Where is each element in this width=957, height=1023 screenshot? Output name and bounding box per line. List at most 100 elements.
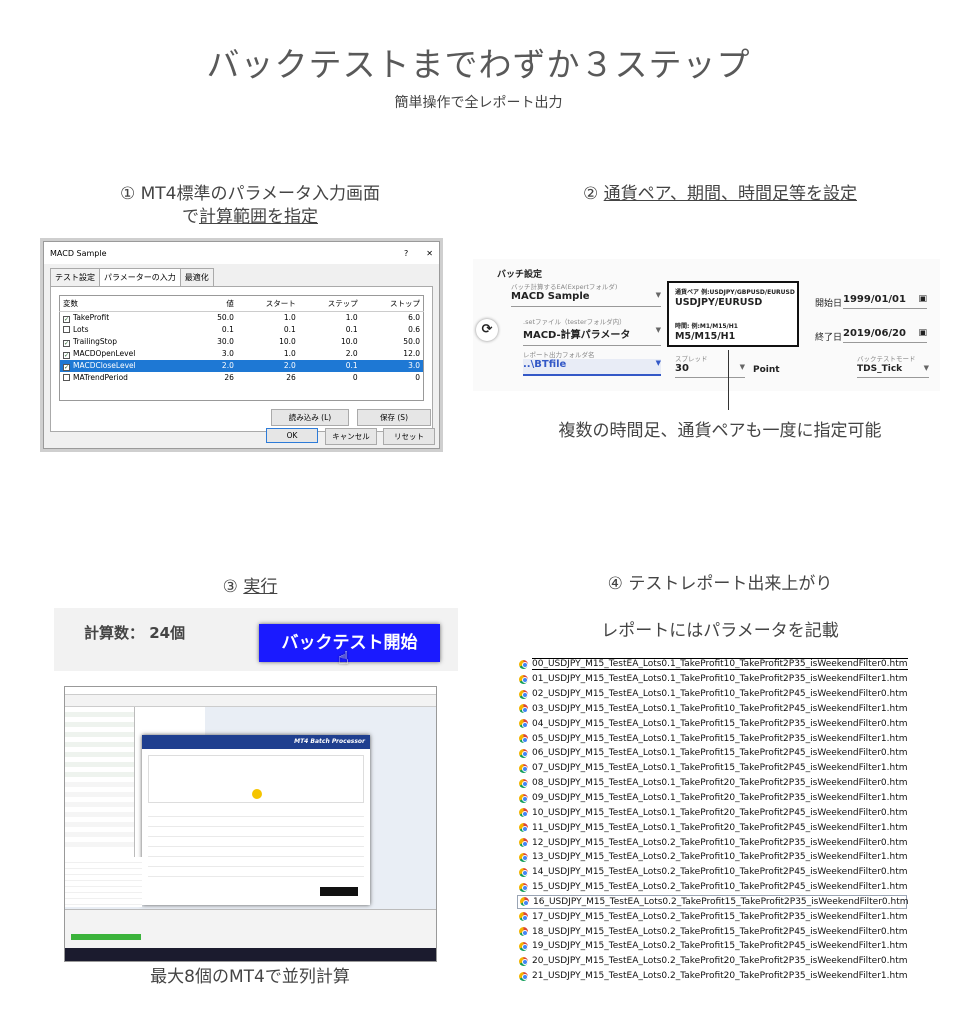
- parameter-value[interactable]: 30.0: [217, 337, 234, 346]
- parameter-start[interactable]: 2.0: [236, 359, 299, 372]
- parameter-value[interactable]: 3.0: [221, 349, 234, 358]
- end-date-input[interactable]: 2019/06/20▣: [843, 328, 927, 343]
- parameter-value[interactable]: 2.0: [197, 359, 237, 372]
- parameter-value[interactable]: 26: [224, 373, 234, 382]
- parameter-stop[interactable]: 6.0: [408, 313, 420, 323]
- parameter-start[interactable]: 26: [286, 373, 296, 382]
- col-variable[interactable]: 変数: [59, 295, 198, 312]
- list-item[interactable]: 11_USDJPY_M15_TestEA_Lots0.1_TakeProfit2…: [517, 820, 908, 835]
- parameter-start[interactable]: 1.0: [283, 349, 296, 358]
- parameter-stop[interactable]: 3.0: [360, 359, 424, 372]
- timeframe-input[interactable]: M5/M15/H1: [675, 331, 736, 342]
- list-item[interactable]: 02_USDJPY_M15_TestEA_Lots0.1_TakeProfit1…: [517, 687, 908, 702]
- run-backtest-button[interactable]: バックテスト開始: [259, 624, 440, 662]
- parameter-step[interactable]: 1.0: [345, 313, 358, 323]
- tab-optimization[interactable]: 最適化: [179, 268, 214, 286]
- save-button[interactable]: 保存 (S): [357, 409, 431, 426]
- mode-select[interactable]: TDS_Tick▼: [857, 364, 929, 378]
- parameter-value[interactable]: 50.0: [217, 313, 234, 323]
- chevron-down-icon: ▼: [739, 363, 745, 371]
- col-value[interactable]: 値: [197, 295, 237, 312]
- list-item[interactable]: 04_USDJPY_M15_TestEA_Lots0.1_TakeProfit1…: [517, 716, 908, 731]
- list-item[interactable]: 09_USDJPY_M15_TestEA_Lots0.1_TakeProfit2…: [517, 791, 908, 806]
- list-item[interactable]: 05_USDJPY_M15_TestEA_Lots0.1_TakeProfit1…: [517, 731, 908, 746]
- cancel-button[interactable]: キャンセル: [325, 428, 377, 445]
- file-name: 18_USDJPY_M15_TestEA_Lots0.2_TakeProfit1…: [532, 926, 908, 937]
- parameter-step[interactable]: 10.0: [341, 337, 358, 346]
- reset-button[interactable]: リセット: [383, 428, 435, 445]
- ea-select[interactable]: MACD Sample▼: [511, 291, 661, 307]
- shot-market-watch: [65, 707, 135, 857]
- chrome-icon: [519, 674, 528, 684]
- file-name: 09_USDJPY_M15_TestEA_Lots0.1_TakeProfit2…: [532, 793, 908, 804]
- parameter-stop[interactable]: 0: [415, 373, 420, 382]
- parameter-start[interactable]: 10.0: [279, 337, 296, 346]
- col-start[interactable]: スタート: [236, 295, 299, 312]
- parameter-stop[interactable]: 50.0: [403, 337, 420, 346]
- help-icon[interactable]: ?: [404, 248, 409, 258]
- report-folder-input[interactable]: ..\BTfile▼: [523, 359, 661, 376]
- list-item[interactable]: 10_USDJPY_M15_TestEA_Lots0.1_TakeProfit2…: [517, 805, 908, 820]
- step1-caption-line2: で計算範囲を指定: [182, 207, 318, 227]
- calendar-icon[interactable]: ▣: [918, 294, 927, 304]
- list-item[interactable]: 20_USDJPY_M15_TestEA_Lots0.2_TakeProfit2…: [517, 954, 908, 969]
- list-item[interactable]: 16_USDJPY_M15_TestEA_Lots0.2_TakeProfit1…: [517, 894, 909, 910]
- list-item[interactable]: 01_USDJPY_M15_TestEA_Lots0.1_TakeProfit1…: [517, 672, 908, 687]
- parameter-step[interactable]: 0.1: [345, 325, 358, 334]
- list-item[interactable]: 07_USDJPY_M15_TestEA_Lots0.1_TakeProfit1…: [517, 761, 908, 776]
- parameter-step[interactable]: 0.1: [298, 359, 361, 372]
- list-item[interactable]: 12_USDJPY_M15_TestEA_Lots0.2_TakeProfit1…: [517, 835, 908, 850]
- chrome-icon: [519, 882, 528, 892]
- list-item[interactable]: 15_USDJPY_M15_TestEA_Lots0.2_TakeProfit1…: [517, 880, 908, 895]
- list-item[interactable]: 08_USDJPY_M15_TestEA_Lots0.1_TakeProfit2…: [517, 776, 908, 791]
- tab-parameters[interactable]: パラメーターの入力: [99, 268, 181, 286]
- tab-test-settings[interactable]: テスト設定: [50, 268, 100, 286]
- parameter-value[interactable]: 0.1: [221, 325, 234, 334]
- checkbox[interactable]: [63, 326, 70, 333]
- checkbox[interactable]: ✓: [63, 315, 70, 323]
- list-item[interactable]: 19_USDJPY_M15_TestEA_Lots0.2_TakeProfit1…: [517, 939, 908, 954]
- list-item[interactable]: 21_USDJPY_M15_TestEA_Lots0.2_TakeProfit2…: [517, 969, 908, 984]
- checkbox[interactable]: ✓: [63, 351, 70, 359]
- pair-input[interactable]: USDJPY/EURUSD: [675, 297, 763, 308]
- report-label: レポート出力フォルダ名: [523, 351, 595, 359]
- list-item[interactable]: 06_USDJPY_M15_TestEA_Lots0.1_TakeProfit1…: [517, 746, 908, 761]
- col-stop[interactable]: ストップ: [360, 295, 424, 312]
- checkbox[interactable]: ✓: [63, 363, 70, 371]
- list-item[interactable]: 00_USDJPY_M15_TestEA_Lots0.1_TakeProfit1…: [517, 657, 908, 672]
- dialog-tabs: テスト設定 パラメーターの入力 最適化: [44, 264, 439, 286]
- spread-input[interactable]: 30▼: [675, 363, 745, 378]
- file-name: 03_USDJPY_M15_TestEA_Lots0.1_TakeProfit1…: [532, 703, 908, 714]
- list-item[interactable]: 17_USDJPY_M15_TestEA_Lots0.2_TakeProfit1…: [517, 909, 908, 924]
- checkbox[interactable]: [63, 374, 70, 381]
- list-item[interactable]: 03_USDJPY_M15_TestEA_Lots0.1_TakeProfit1…: [517, 702, 908, 717]
- parameter-step[interactable]: 0: [352, 373, 358, 382]
- parameter-dialog: MACD Sample ? ✕ テスト設定 パラメーターの入力 最適化 変数 値…: [43, 241, 440, 449]
- checkbox[interactable]: ✓: [63, 339, 70, 347]
- list-item[interactable]: 14_USDJPY_M15_TestEA_Lots0.2_TakeProfit1…: [517, 865, 908, 880]
- start-date-input[interactable]: 1999/01/01▣: [843, 294, 927, 309]
- col-step[interactable]: ステップ: [298, 295, 361, 312]
- set-file-select[interactable]: MACD-計算パラメータ▼: [523, 326, 661, 346]
- load-button[interactable]: 読み込み (L): [271, 409, 349, 426]
- end-date-label: 終了日: [815, 333, 843, 343]
- close-icon[interactable]: ✕: [426, 248, 433, 258]
- shot-log: [65, 857, 142, 907]
- parameter-step[interactable]: 2.0: [345, 349, 358, 358]
- list-item[interactable]: 18_USDJPY_M15_TestEA_Lots0.2_TakeProfit1…: [517, 924, 908, 939]
- list-item[interactable]: 13_USDJPY_M15_TestEA_Lots0.2_TakeProfit1…: [517, 850, 908, 865]
- shot-window-title: MT4 Batch Processor: [142, 735, 370, 749]
- calendar-icon[interactable]: ▣: [918, 328, 927, 338]
- parameter-stop[interactable]: 12.0: [403, 349, 420, 358]
- parameter-stop[interactable]: 0.6: [408, 325, 420, 334]
- refresh-icon[interactable]: ⟳: [476, 319, 498, 341]
- parameter-start[interactable]: 1.0: [283, 313, 296, 323]
- parameter-start[interactable]: 0.1: [283, 325, 296, 334]
- ok-button[interactable]: OK: [266, 428, 318, 443]
